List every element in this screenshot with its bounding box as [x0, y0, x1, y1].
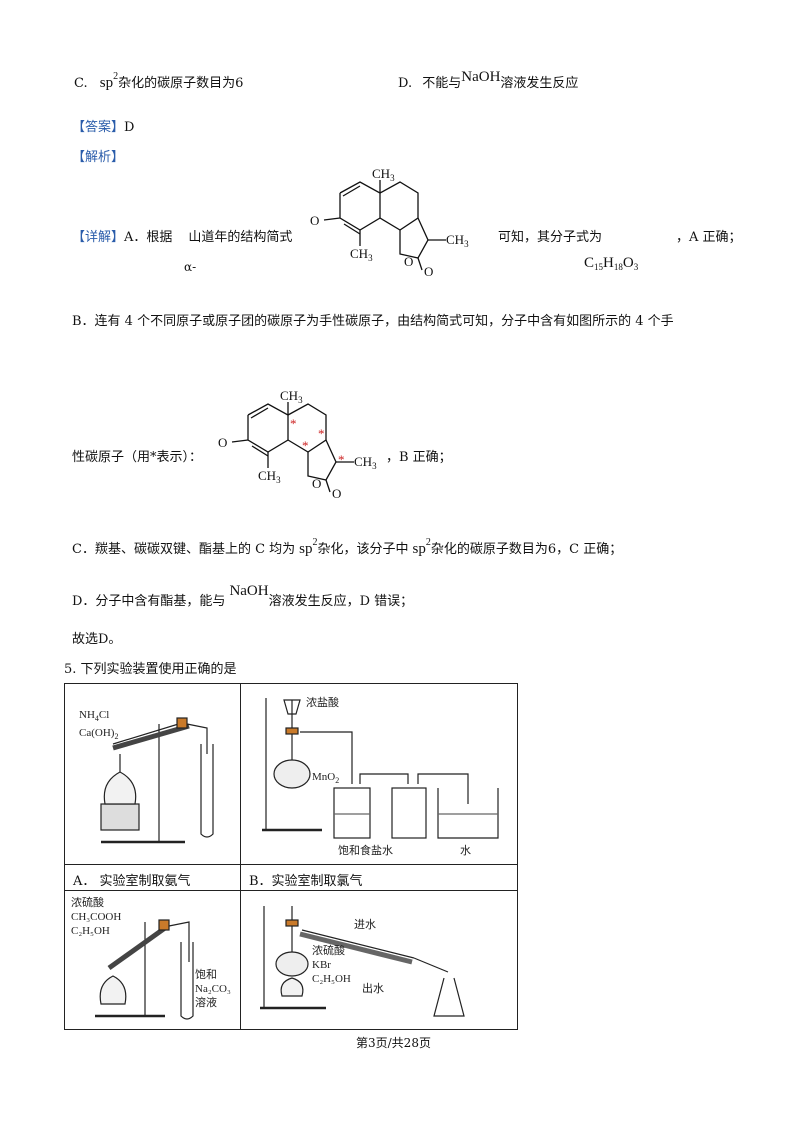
apparatus-d-drawing: 进水 出水 浓硫酸 KBr C₂H₅OH	[260, 906, 465, 1017]
molecule-structure-2: CH3 O CH3 CH3 O O * * * *	[218, 390, 377, 500]
label-water-out: 出水	[362, 981, 384, 995]
label-d-ethanol: C₂H₅OH	[312, 973, 351, 985]
label-conc-hcl: 浓盐酸	[306, 695, 339, 709]
mol1-ch3-bottom: CH3	[350, 246, 373, 263]
label-water-in: 进水	[354, 918, 376, 931]
detail-a-post: 可知，其分子式为	[498, 230, 603, 245]
detail-tag: 【详解】	[72, 230, 125, 245]
detail-a-conclusion: ，A 正确；	[676, 230, 742, 245]
option-d-text-pre: 不能与	[422, 76, 462, 91]
table-divider-vertical	[240, 684, 241, 1029]
option-d-label: D.	[398, 76, 413, 91]
sp-term: sp	[99, 75, 114, 91]
molecule-structure-1: CH3 O CH3 CH3 O O	[310, 168, 469, 278]
apparatus-c-drawing: 浓硫酸 CH₃COOH C₂H₅OH 饱和 Na₂CO₃ 溶液	[71, 895, 231, 1020]
option-c: C. sp2杂化的碳原子数目为6	[74, 71, 244, 92]
mol2-o-ring: O	[312, 476, 321, 491]
chiral-star-1: *	[290, 416, 297, 431]
detail-d: D．分子中含有酯基，能与NaOH溶液发生反应，D 错误；	[72, 583, 414, 609]
chiral-star-2: *	[318, 426, 325, 441]
label-water: 水	[460, 844, 471, 857]
sp-term-c1: sp	[299, 541, 313, 557]
chiral-star-4: *	[338, 452, 345, 467]
apparatus-a-drawing: NH4Cl Ca(OH)2	[79, 709, 214, 844]
label-kbr: KBr	[312, 959, 331, 971]
mol2-o-left: O	[218, 435, 227, 450]
apparatus-b-drawing: 浓盐酸 MnO2 饱和食盐水 水	[262, 695, 499, 857]
option-c-text: 杂化的碳原子数目为6	[118, 76, 244, 91]
label-na2co3: Na₂CO₃	[195, 983, 231, 995]
page-number: 第3页/共28页	[356, 1036, 431, 1050]
molecular-formula: C15H18O3	[584, 255, 639, 272]
chiral-star-3: *	[302, 438, 309, 453]
analysis-tag: 【解析】	[72, 150, 125, 165]
option-d: D. 不能与NaOH溶液发生反应	[398, 69, 579, 92]
label-mno2: MnO2	[312, 771, 339, 785]
detail-a-pre: A．根据	[124, 230, 173, 245]
answer-line: 【答案】D	[72, 116, 134, 135]
answer-value: D	[124, 120, 135, 135]
mol1-o-bottom: O	[424, 264, 433, 278]
naoh-term-d: NaOH	[229, 583, 269, 599]
question-5: 5. 下列实验装置使用正确的是	[64, 662, 237, 677]
detail-b-line1: B．连有 4 个不同原子或原子团的碳原子为手性碳原子，由结构简式可知，分子中含有…	[72, 314, 674, 329]
cell-b-label: B．实验室制取氯气	[249, 874, 363, 889]
naoh-term: NaOH	[461, 69, 501, 85]
label-sat: 饱和	[195, 967, 217, 981]
detail-a-name: 山道年的结构简式	[188, 230, 293, 245]
label-sat-nacl: 饱和食盐水	[338, 843, 393, 857]
cell-a-label: A． 实验室制取氨气	[73, 874, 191, 889]
detail-b-line2-post: ，B 正确；	[386, 450, 452, 465]
option-c-label: C.	[74, 76, 88, 91]
label-acetic: CH₃COOH	[71, 911, 121, 923]
detail-b-line2-pre: 性碳原子（用*表示）：	[72, 450, 203, 465]
mol1-ch3-top: CH3	[372, 168, 395, 183]
reagent-caoh2: Ca(OH)2	[79, 727, 118, 741]
alpha-prefix: α-	[184, 260, 197, 274]
label-c-acid: 浓硫酸	[71, 895, 104, 909]
answer-tag: 【答案】	[72, 120, 125, 135]
sp-term-c2: sp	[412, 541, 426, 557]
label-solution: 溶液	[195, 995, 217, 1009]
mol2-ch3-top: CH3	[280, 390, 303, 405]
mol2-ch3-right: CH3	[354, 454, 377, 471]
label-d-acid: 浓硫酸	[312, 943, 345, 957]
mol1-o-left: O	[310, 213, 319, 228]
detail-a: 【详解】A．根据山道年的结构简式	[72, 226, 292, 245]
table-divider-2	[65, 890, 517, 891]
mol2-o-bottom: O	[332, 486, 341, 500]
mol1-o-ring: O	[404, 254, 413, 269]
mol2-ch3-bottom: CH3	[258, 468, 281, 485]
label-c-ethanol: C₂H₅OH	[71, 925, 110, 937]
sp-superscript: 2	[113, 71, 119, 82]
apparatus-table: NH4Cl Ca(OH)2 浓盐酸 MnO2 饱和食盐水 水 A． 实验室制取氨…	[64, 683, 518, 1030]
table-divider-1	[65, 864, 517, 865]
reagent-nh4cl: NH4Cl	[79, 709, 109, 723]
mol1-ch3-right: CH3	[446, 232, 469, 249]
option-d-text-post: 溶液发生反应	[500, 76, 579, 91]
conclusion: 故选D。	[72, 632, 122, 647]
